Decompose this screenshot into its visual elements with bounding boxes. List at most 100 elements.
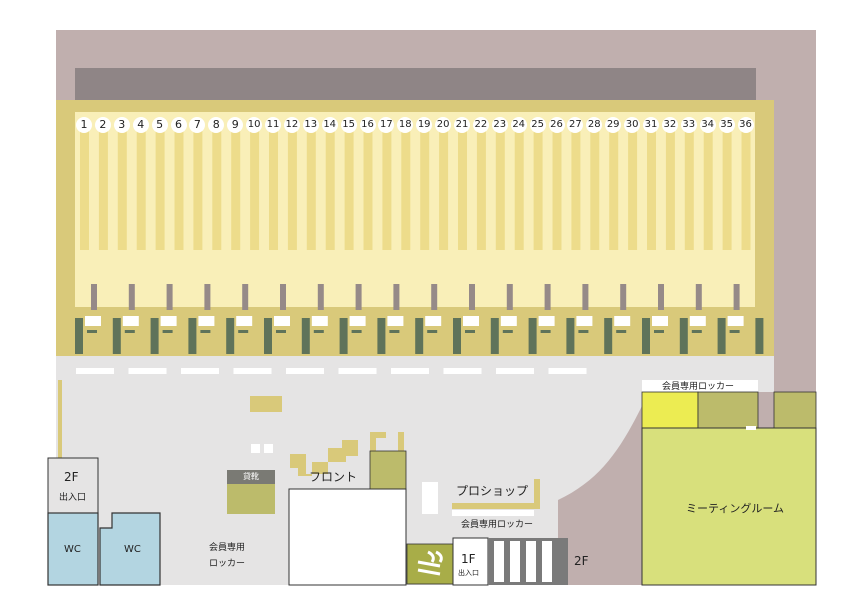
booth-mat <box>351 330 362 333</box>
bay-post <box>544 284 551 310</box>
pro-shop-shelf-v <box>534 479 540 509</box>
bay-number: 11 <box>265 117 281 133</box>
bay-number: 26 <box>548 117 565 133</box>
range-stripe <box>514 122 524 250</box>
range-stripe <box>212 122 222 250</box>
booths <box>75 316 764 354</box>
booth-divider <box>717 318 726 354</box>
locker-mid-bar <box>452 510 534 516</box>
left-wall-accent <box>58 380 62 458</box>
locker-top-bar <box>642 380 758 392</box>
booth-seat <box>614 316 631 326</box>
range-stripe <box>476 122 486 250</box>
booth-seat <box>122 316 139 326</box>
bay-post <box>91 284 97 310</box>
members-locker-left-line1: 会員専用 <box>209 543 246 553</box>
booth-seat <box>652 316 668 326</box>
range-stripe <box>98 122 108 250</box>
front-bracket-1 <box>370 432 386 438</box>
range-stripe <box>80 122 89 250</box>
booth-divider <box>566 318 575 354</box>
bay-number: 35 <box>718 117 735 133</box>
bay-number: 9 <box>227 117 244 133</box>
wc-room-2 <box>99 512 161 586</box>
stair-step <box>494 541 504 582</box>
bay-post <box>469 284 475 310</box>
small-square-2 <box>264 444 273 453</box>
range-stripes <box>80 122 751 250</box>
stair-step <box>526 541 536 582</box>
booth-seat <box>727 316 744 326</box>
booth-divider <box>188 318 197 354</box>
bay-number: 30 <box>624 117 641 133</box>
booth-seat <box>425 316 442 326</box>
bay-number: 25 <box>529 117 546 133</box>
front-bracket-3 <box>398 432 404 452</box>
bay-post <box>355 284 362 310</box>
walkway-dash <box>233 368 272 374</box>
range-stripe <box>647 122 656 250</box>
booth-mat <box>238 330 249 333</box>
bay-number: 2 <box>94 117 111 133</box>
bay-number: 4 <box>132 117 149 133</box>
booth-mat <box>729 330 740 333</box>
range-stripe <box>590 122 600 250</box>
entrance-left-label: 出入口 <box>59 493 87 503</box>
bay-post <box>582 284 589 310</box>
smoking-icon <box>417 550 443 576</box>
bay-number: 6 <box>170 117 187 133</box>
booth-seat <box>500 316 517 326</box>
range-stripe <box>306 122 316 250</box>
bay-number: 24 <box>510 117 527 133</box>
locker-olive-1 <box>697 391 759 429</box>
bay-number: 17 <box>378 117 395 133</box>
booth-seat <box>160 316 177 326</box>
booth-divider <box>264 318 272 354</box>
bay-number: 33 <box>680 117 697 133</box>
bay-number: 31 <box>643 117 659 133</box>
range-stripe <box>458 122 467 250</box>
bay-number: 19 <box>416 117 433 133</box>
booth-seat <box>463 316 479 326</box>
booth-mat <box>578 330 589 333</box>
range-stripe <box>344 122 354 250</box>
booth-mat <box>465 330 475 333</box>
bay-number: 20 <box>435 117 452 133</box>
booth-divider <box>755 318 764 354</box>
bay-post <box>620 284 627 310</box>
bay-number: 21 <box>454 117 470 133</box>
meeting-door <box>746 426 756 430</box>
walkway-dash <box>76 368 114 374</box>
bay-post <box>658 284 664 310</box>
booth-mat <box>162 330 173 333</box>
booth-divider <box>604 318 613 354</box>
bay-post <box>733 284 740 310</box>
range-stripe <box>155 122 165 250</box>
front-olive-block <box>369 450 407 492</box>
booth-mat <box>276 330 286 333</box>
range-stripe <box>287 122 297 250</box>
stair-step <box>510 541 520 582</box>
walkway-dash <box>181 368 219 374</box>
booth-divider <box>642 318 650 354</box>
booth-mat <box>616 330 627 333</box>
range-stripe <box>533 122 543 250</box>
bay-number: 5 <box>151 117 168 133</box>
booth-mat <box>313 330 324 333</box>
walkway-dash <box>286 368 324 374</box>
booth-seat <box>274 316 290 326</box>
bay-post <box>204 284 211 310</box>
rental-desk <box>227 484 275 514</box>
range-stripe <box>703 122 713 250</box>
bay-number: 10 <box>246 117 263 133</box>
booth-divider <box>301 318 310 354</box>
bay-post <box>317 284 324 310</box>
bay-number: 8 <box>208 117 225 133</box>
booth-divider <box>226 318 235 354</box>
floor-2f-left-label: 2F <box>64 470 79 484</box>
bay-post <box>393 284 400 310</box>
bay-number: 12 <box>283 117 300 133</box>
bay-number: 13 <box>302 117 319 133</box>
walkway-dashes <box>76 368 587 374</box>
pro-shop-rack <box>422 482 438 514</box>
